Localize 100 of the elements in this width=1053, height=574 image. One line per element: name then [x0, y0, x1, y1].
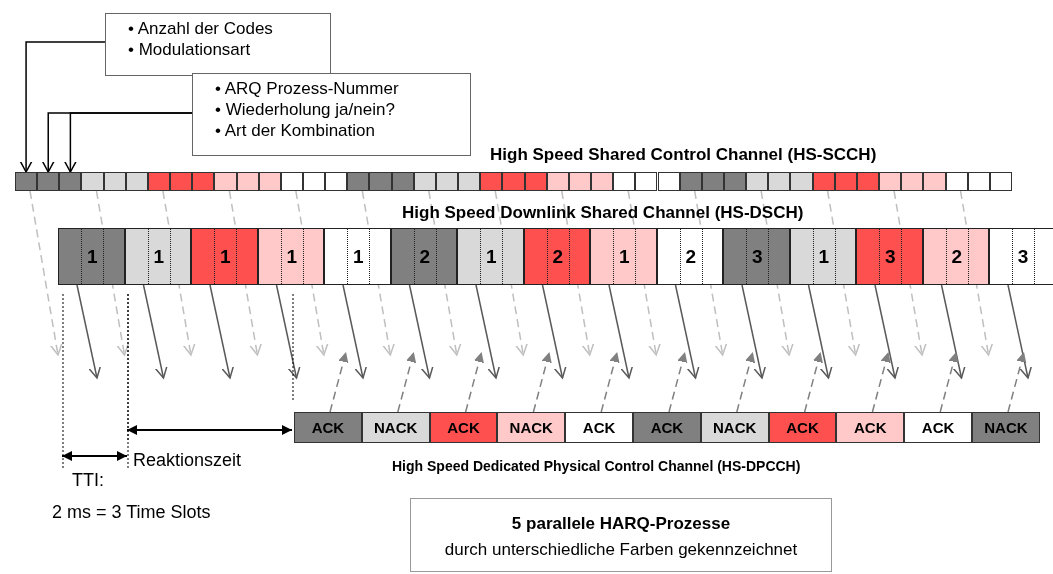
time-slot: [458, 172, 481, 191]
time-slot: [125, 172, 148, 191]
channel-title: High Speed Downlink Shared Channel (HS-DSCH): [402, 203, 804, 223]
channel-title: High Speed Dedicated Physical Control Channel (HS-DPCCH): [392, 458, 801, 474]
time-slot: [480, 172, 503, 191]
time-slot: [568, 172, 591, 191]
ack-box: ACK: [904, 412, 972, 443]
time-slot: [768, 172, 791, 191]
bullet-item: • Anzahl der Codes: [128, 18, 274, 39]
bullet-item: • Wiederholung ja/nein?: [215, 99, 396, 120]
time-slot: [723, 172, 747, 191]
ack-box: ACK: [633, 412, 701, 443]
ack-box: NACK: [497, 412, 566, 443]
ack-box: ACK: [294, 412, 362, 443]
callout-box: [192, 73, 471, 156]
callout-box: [105, 13, 331, 76]
time-slot: [945, 172, 968, 191]
arrow: [940, 284, 967, 379]
ack-box: ACK: [836, 412, 905, 443]
arrow: [275, 284, 302, 379]
ack-box: ACK: [768, 412, 837, 443]
time-slot: [746, 172, 769, 191]
channel-title: High Speed Shared Control Channel (HS-SCCH): [490, 145, 877, 165]
dashed-arrow: [464, 351, 485, 413]
dimension-label: Reaktionszeit: [133, 450, 242, 471]
arrow: [874, 284, 900, 379]
time-slot: [147, 172, 171, 191]
arrow: [1007, 284, 1033, 379]
time-slot: [37, 172, 60, 191]
bullet-item: • Art der Kombination: [215, 120, 376, 141]
arrow: [209, 284, 235, 379]
arrow: [29, 190, 64, 356]
dashed-arrow: [736, 351, 756, 413]
box-heading: 5 parallele HARQ-Prozesse: [510, 513, 732, 535]
leader-line: [18, 41, 106, 173]
time-slot: [435, 172, 459, 191]
time-slot: [524, 172, 547, 191]
time-slot: [391, 172, 414, 191]
data-block: 1: [324, 228, 391, 285]
dashed-arrow: [1007, 351, 1027, 413]
data-block: 2: [922, 228, 989, 285]
time-slot: [679, 172, 702, 191]
time-slot: [502, 172, 525, 191]
time-slot: [258, 172, 281, 191]
data-block: 3: [989, 228, 1053, 285]
arrow: [76, 284, 102, 379]
dimension-label: TTI:: [72, 470, 104, 491]
box-text: durch unterschiedliche Farben gekennzeichnet: [443, 539, 799, 561]
bullet-item: • Modulationsart: [128, 39, 252, 60]
dashed-arrow: [939, 351, 959, 413]
data-block: 1: [58, 228, 125, 285]
time-slot: [591, 172, 614, 191]
note-box: [410, 498, 832, 572]
data-block: 1: [191, 228, 258, 285]
ack-box: NACK: [361, 412, 430, 443]
dashed-arrow: [397, 351, 417, 413]
dimension-label: 2 ms = 3 Time Slots: [52, 502, 211, 523]
data-block: 2: [523, 228, 590, 285]
ack-box: ACK: [429, 412, 498, 443]
time-slot: [303, 172, 326, 191]
time-slot: [967, 172, 990, 191]
time-slot: [546, 172, 569, 191]
dashed-arrow: [668, 351, 688, 413]
time-slot: [856, 172, 880, 191]
time-slot: [103, 172, 126, 191]
time-slot: [170, 172, 193, 191]
time-slot: [81, 172, 104, 191]
time-slot: [59, 172, 82, 191]
time-slot: [790, 172, 813, 191]
bullet-item: • ARQ Prozess-Nummer: [215, 78, 400, 99]
arrow: [541, 284, 568, 379]
dashed-arrow: [600, 351, 620, 413]
time-slot: [901, 172, 924, 191]
time-slot: [989, 172, 1012, 191]
data-block: 3: [723, 228, 790, 285]
data-block: 2: [656, 228, 723, 285]
dashed-arrow: [871, 351, 892, 413]
data-block: 1: [590, 228, 657, 285]
time-slot: [280, 172, 303, 191]
arrow: [807, 284, 834, 379]
data-block: 3: [856, 228, 923, 285]
arrow: [342, 284, 368, 379]
ack-box: NACK: [700, 412, 769, 443]
arrow: [674, 284, 701, 379]
arrow: [608, 284, 634, 379]
time-slot: [834, 172, 857, 191]
data-block: 1: [257, 228, 324, 285]
time-slot: [236, 172, 259, 191]
time-slot: [923, 172, 946, 191]
arrow: [408, 284, 435, 379]
dashed-arrow: [803, 351, 824, 413]
time-slot: [214, 172, 237, 191]
ack-box: NACK: [972, 412, 1040, 443]
time-slot: [369, 172, 392, 191]
time-slot: [657, 172, 680, 191]
data-block: 1: [124, 228, 191, 285]
data-block: 2: [390, 228, 457, 285]
ack-box: ACK: [565, 412, 633, 443]
arrow: [142, 284, 169, 379]
time-slot: [701, 172, 724, 191]
